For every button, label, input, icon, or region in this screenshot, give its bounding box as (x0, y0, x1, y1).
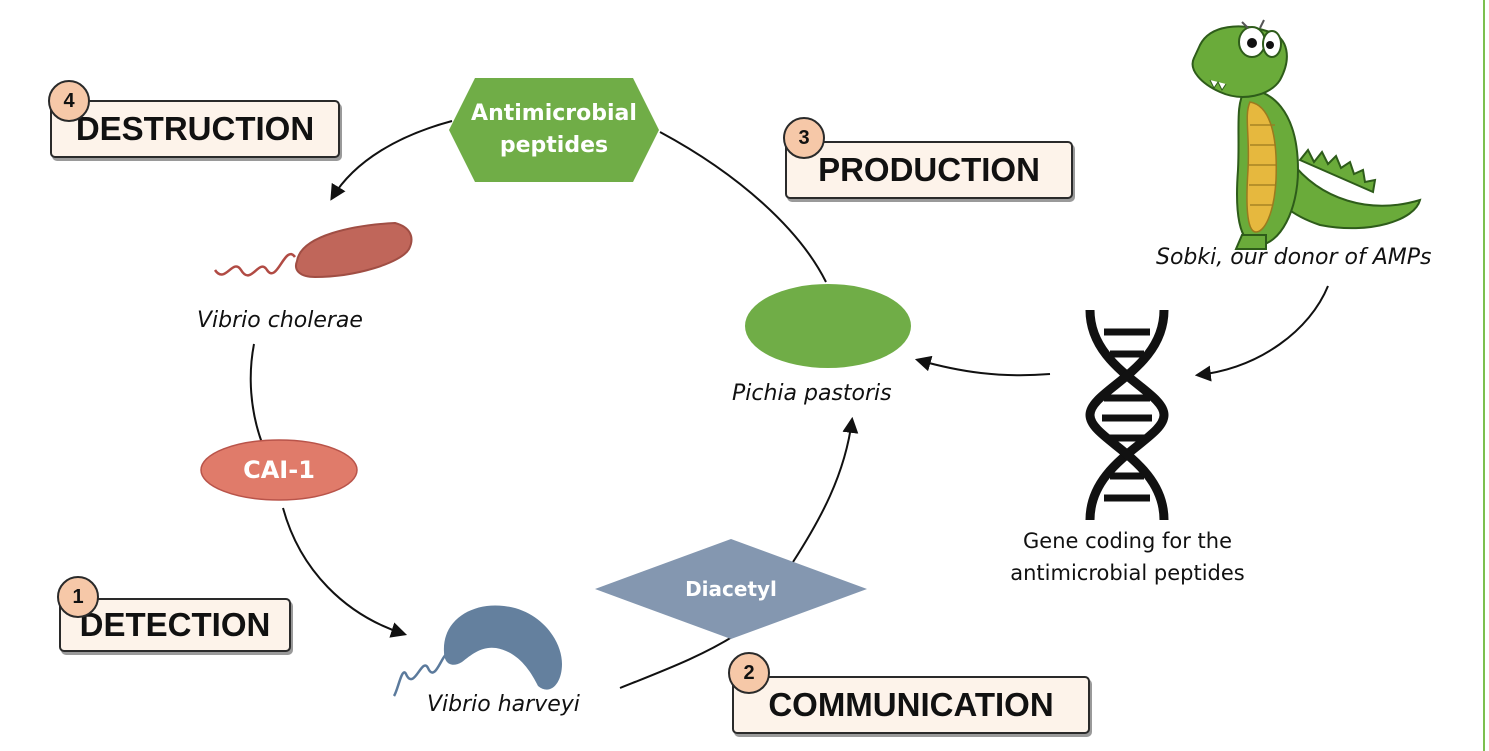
step-detection-label: DETECTION (79, 606, 271, 643)
gene-caption-line2: antimicrobial peptides (1010, 561, 1245, 585)
arrow-sobki-to-gene (1194, 285, 1329, 382)
gene-caption-line1: Gene coding for the (1023, 529, 1232, 553)
step-destruction-box: DESTRUCTION (50, 100, 340, 158)
step-detection-box: DETECTION (59, 598, 291, 652)
arrow-cai1-to-harveyi (282, 507, 408, 638)
cai1-ellipse (200, 439, 358, 501)
diacetyl-label: Diacetyl (685, 577, 777, 601)
step-destruction-label: DESTRUCTION (75, 110, 315, 147)
vibrio-harveyi-label: Vibrio harveyi (427, 692, 580, 717)
crocodile-mascot-icon (1191, 19, 1422, 250)
step-detection-number: 1 (57, 576, 99, 618)
pichia-label: Pichia pastoris (732, 381, 892, 406)
dna-helix-icon (1085, 310, 1169, 520)
step-communication: COMMUNICATION 2 (728, 652, 1096, 738)
sobki-label: Sobki, our donor of AMPs (1156, 245, 1432, 270)
step-communication-number: 2 (728, 652, 770, 694)
line-harveyi-to-diacetyl (619, 631, 741, 689)
amp-hexagon (449, 78, 659, 182)
step-production-box: PRODUCTION (785, 141, 1073, 199)
step-detection: DETECTION 1 (57, 576, 297, 656)
amp-label: Antimicrobial peptides (471, 101, 637, 158)
cai1-label: CAI-1 (243, 456, 315, 484)
arrow-gene-to-pichia (914, 355, 1051, 377)
step-production: PRODUCTION 3 (783, 117, 1079, 201)
right-border-line (1483, 0, 1485, 751)
pichia-cell (745, 284, 911, 368)
arc-amp-to-pichia (659, 131, 827, 283)
step-destruction: DESTRUCTION 4 (48, 80, 344, 160)
arrow-diacetyl-to-pichia (792, 416, 859, 563)
step-production-label: PRODUCTION (818, 151, 1040, 188)
step-production-number: 3 (783, 117, 825, 159)
vibrio-cholerae-label: Vibrio cholerae (197, 308, 363, 333)
step-communication-label: COMMUNICATION (768, 686, 1054, 723)
step-communication-box: COMMUNICATION (732, 676, 1090, 734)
line-cholerae-to-cai1 (249, 343, 263, 444)
diacetyl-diamond (595, 539, 867, 639)
gene-caption: Gene coding for the antimicrobial peptid… (990, 525, 1265, 589)
step-destruction-number: 4 (48, 80, 90, 122)
arrow-amp-to-cholerae (330, 120, 453, 201)
vibrio-harveyi-icon (392, 605, 562, 697)
vibrio-cholerae-icon (213, 221, 413, 279)
